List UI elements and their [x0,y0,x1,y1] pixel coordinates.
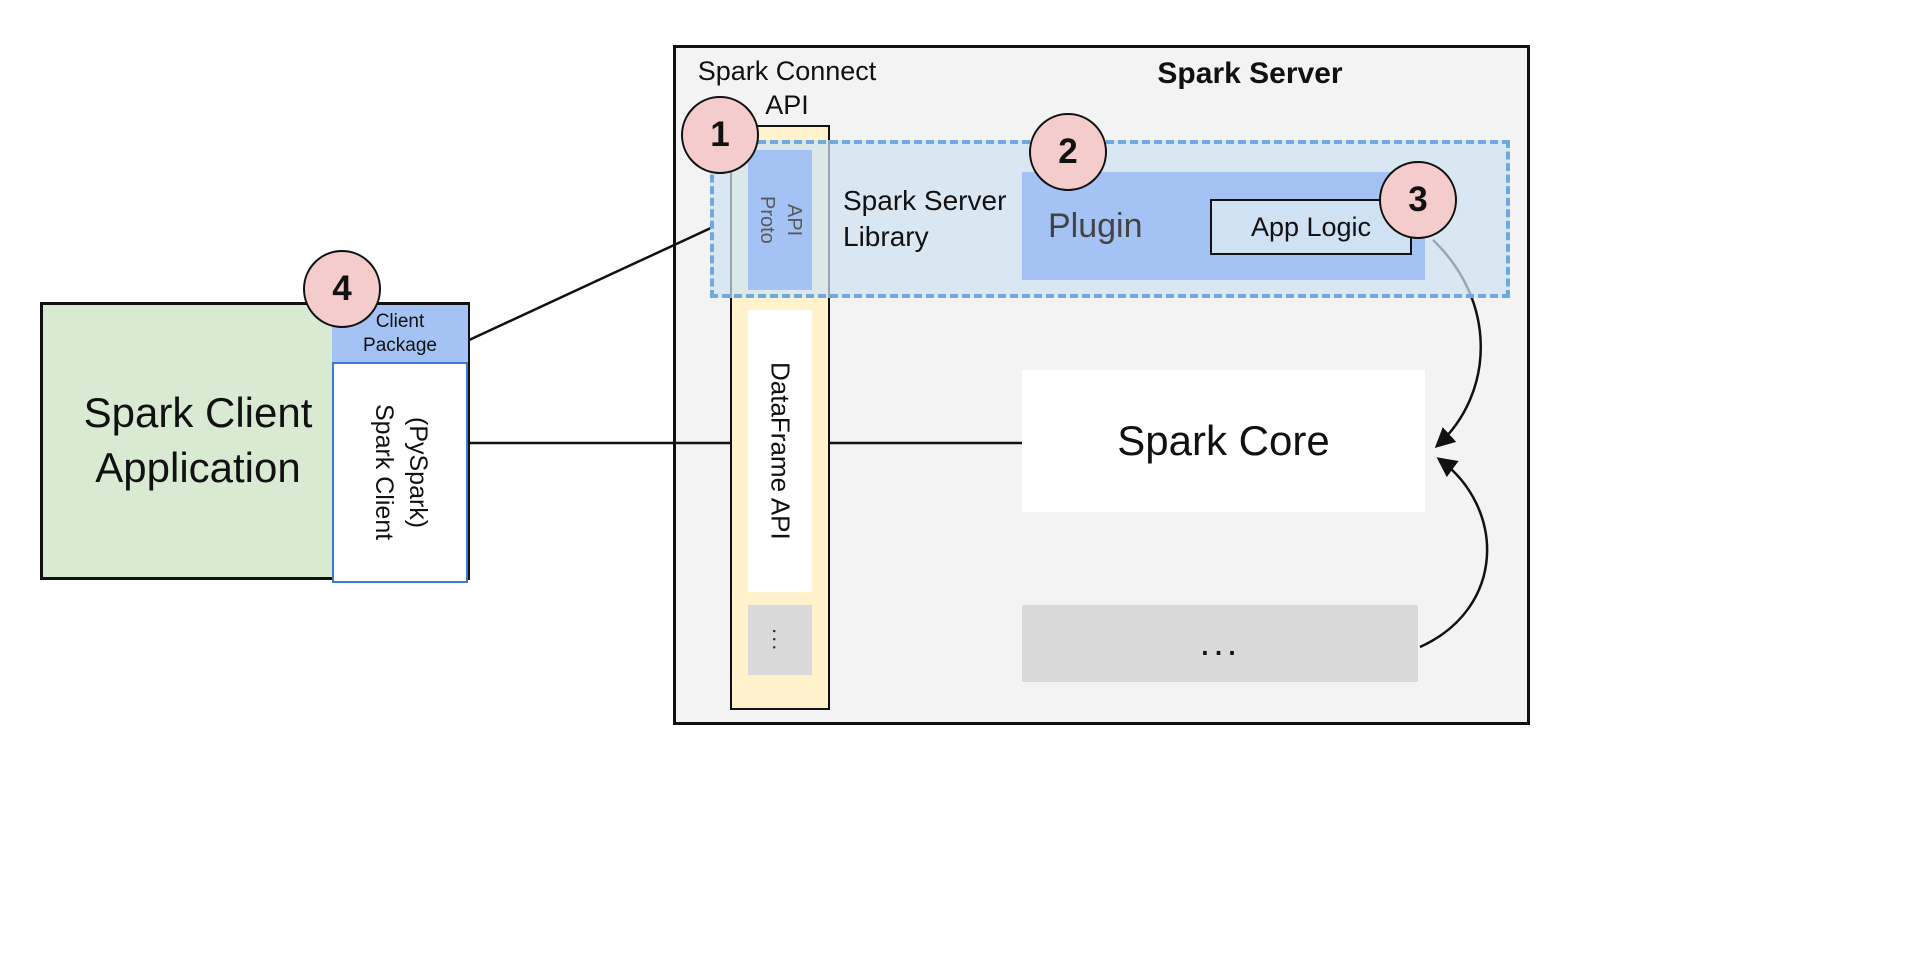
library-label-line2: Library [843,221,929,253]
plugin-label: Plugin [1048,206,1143,245]
client-package-box: Client Package [332,305,468,362]
proto-api-box: Proto API [748,150,812,290]
spark-server-library-label: Spark Server Library [843,183,1073,256]
client-app-line1: Spark Client [83,389,313,437]
proto-api-label: Proto API [753,196,807,244]
step-badge-4-number: 4 [332,269,352,308]
proto-api-line2: API [783,203,805,237]
app-logic-box: App Logic [1210,199,1412,255]
server-ellipsis-box: ... [1022,605,1418,682]
app-logic-label: App Logic [1250,211,1372,242]
server-ellipsis: ... [1199,622,1241,664]
spark-connect-api-line1: Spark Connect [697,56,877,86]
client-package-line1: Client [375,310,425,332]
spark-client-application-label: Spark Client Application [43,305,353,577]
dataframe-api-label: DataFrame API [765,362,796,540]
client-app-line2: Application [95,444,301,491]
spark-connect-api-line2: API [765,89,809,120]
client-package-line2: Package [363,334,437,356]
spark-core-box: Spark Core [1022,370,1425,512]
spark-core-label: Spark Core [1117,417,1330,464]
step-badge-1-number: 1 [710,115,730,154]
step-badge-3-number: 3 [1408,180,1428,219]
dataframe-api-box: DataFrame API [748,310,812,592]
spark-client-line1: Spark Client [370,404,398,541]
spark-server-title: Spark Server [1157,57,1343,90]
proto-api-line1: Proto [756,196,778,244]
step-badge-2-number: 2 [1058,132,1078,171]
step-badge-2: 2 [1029,113,1107,191]
step-badge-1: 1 [681,96,759,174]
spark-connect-api-label: Spark Connect API [672,55,902,123]
spark-client-label: Spark Client (PySpark) [366,404,434,540]
step-badge-4: 4 [303,250,381,328]
step-badge-3: 3 [1379,161,1457,239]
spark-client-line2: (PySpark) [403,416,432,529]
library-label-line1: Spark Server [843,185,1007,216]
api-column-ellipsis-box: ... [748,605,812,675]
spark-client-box: Spark Client (PySpark) [332,362,468,583]
api-column-ellipsis: ... [768,627,793,653]
